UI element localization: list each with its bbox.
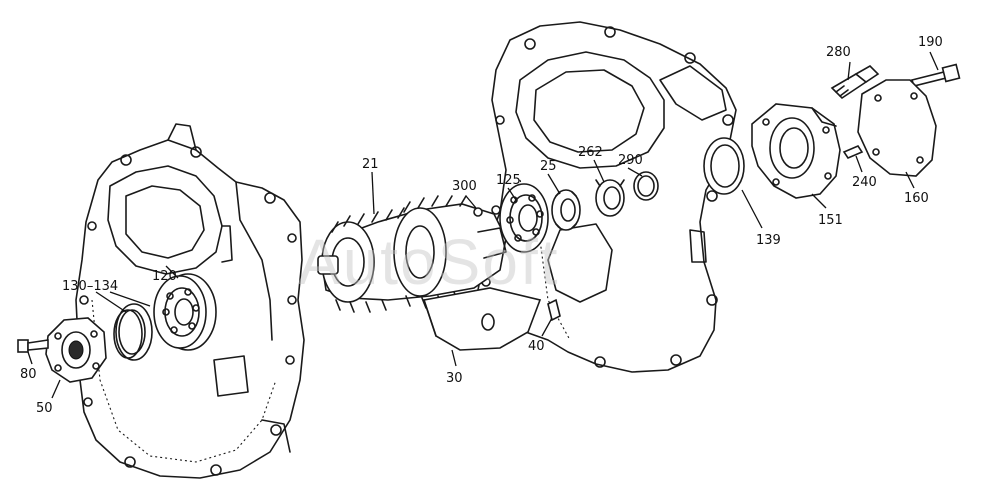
callout-30: 30 — [446, 371, 463, 386]
callout-240: 240 — [852, 175, 877, 190]
callout-50: 50 — [36, 401, 53, 416]
bolt-190 — [910, 63, 961, 87]
gear-shaft-21 — [317, 195, 507, 313]
callout-139: 139 — [756, 233, 781, 248]
shell-30 — [422, 287, 542, 351]
callout-80: 80 — [20, 367, 37, 382]
ring-262 — [595, 179, 625, 217]
callout-151: 151 — [818, 213, 843, 228]
watermark: AutoSoft — [298, 226, 560, 298]
bearing-120 — [153, 273, 217, 351]
callout-125: 125 — [496, 173, 521, 188]
leader-lines — [27, 51, 939, 399]
snap-ring-290 — [633, 171, 659, 201]
callout-25: 25 — [540, 159, 557, 174]
pin-40 — [547, 298, 561, 322]
callout-190: 190 — [918, 35, 943, 50]
cover-50 — [45, 317, 107, 383]
callout-280: 280 — [826, 45, 851, 60]
nut-25 — [551, 189, 581, 231]
cover-151 — [751, 103, 841, 199]
ball-300 — [473, 207, 483, 217]
callout-300: 300 — [452, 179, 477, 194]
callout-160: 160 — [904, 191, 929, 206]
shims-130-134 — [113, 303, 153, 361]
bolt-80 — [17, 339, 49, 353]
callout-290: 290 — [618, 153, 643, 168]
callout-120: 120 — [152, 269, 177, 284]
pin-240 — [842, 145, 864, 159]
callout-130-134: 130–134 — [62, 279, 118, 294]
callout-21: 21 — [362, 157, 379, 172]
callout-labels: 21 300 125 25 262 290 280 190 240 160 15… — [20, 35, 943, 416]
bearing-125 — [499, 183, 549, 253]
callout-262: 262 — [578, 145, 603, 160]
gasket-160 — [857, 79, 937, 177]
callout-40: 40 — [528, 339, 545, 354]
seal-ring-139 — [703, 137, 745, 195]
